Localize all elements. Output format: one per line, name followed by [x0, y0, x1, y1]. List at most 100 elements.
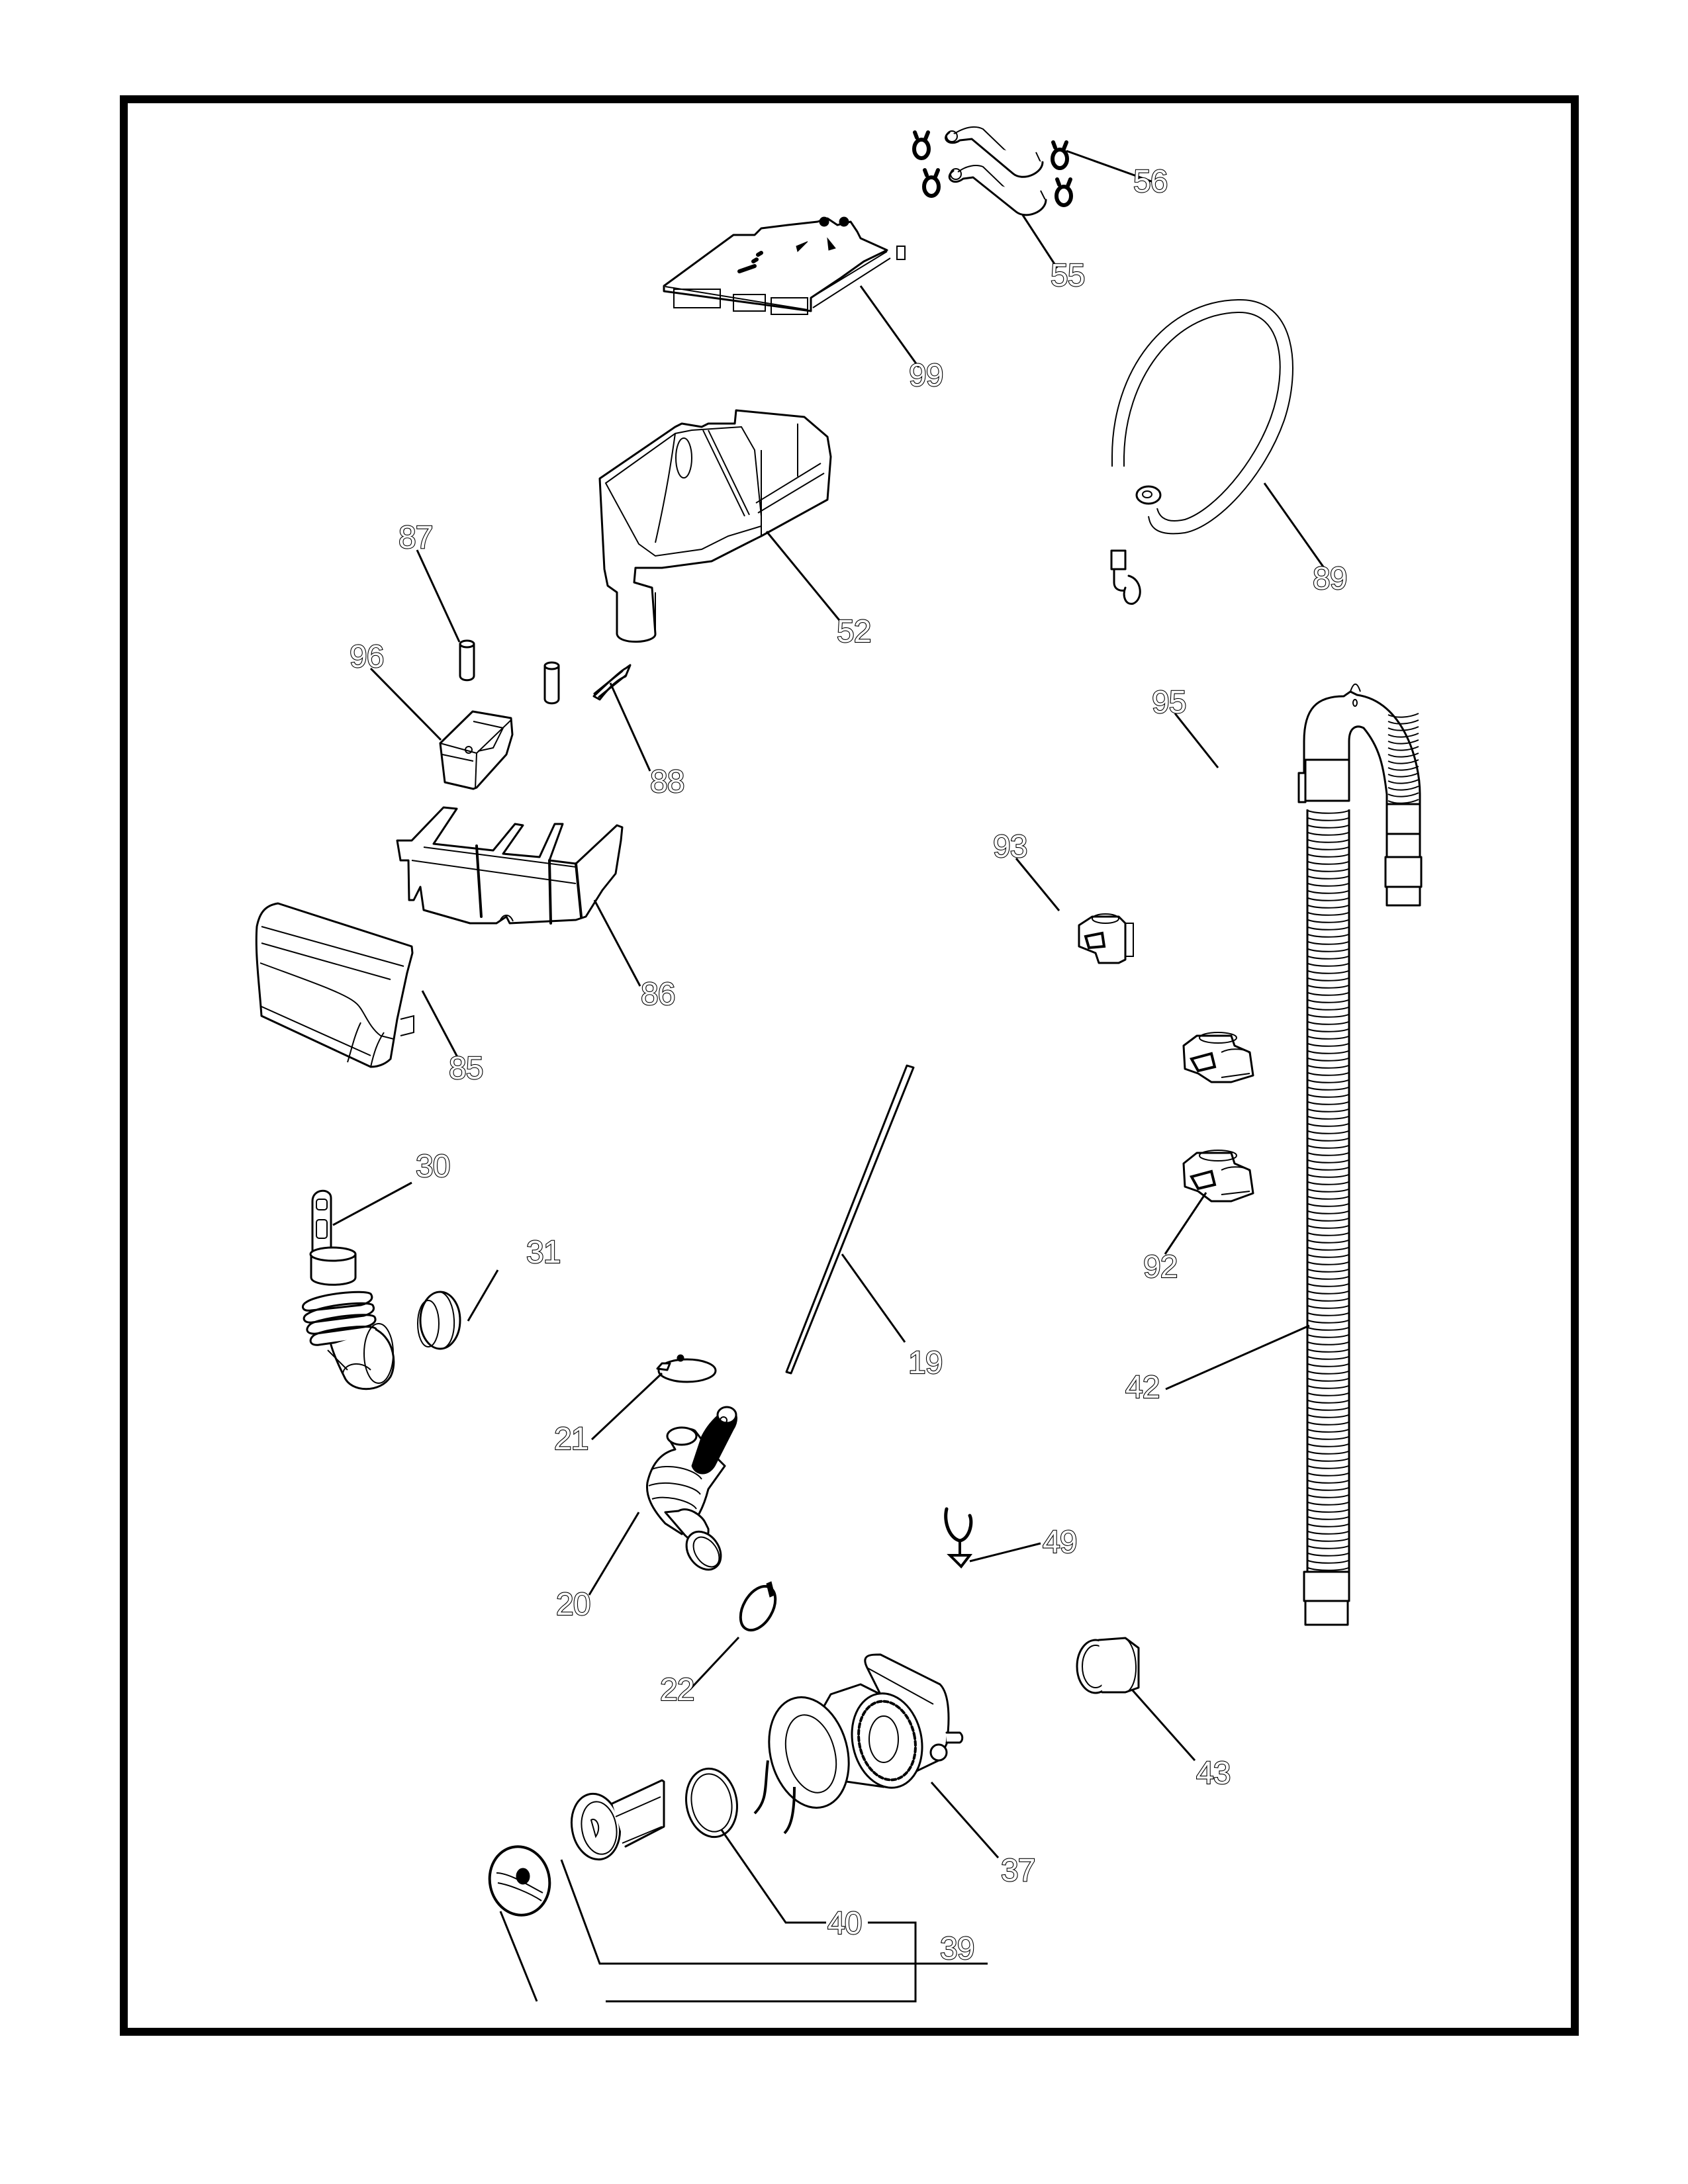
hose-rib: [1307, 1181, 1349, 1185]
hose-rib: [1307, 1050, 1349, 1054]
hose-rib: [1307, 1109, 1349, 1113]
clamp-icon: [912, 130, 931, 160]
label-22: 22: [660, 1672, 694, 1707]
leader-line-88: [609, 682, 651, 772]
hose-rib: [1307, 1371, 1349, 1375]
part-85-drawer-front: [255, 902, 414, 1068]
hose-rib: [1307, 1443, 1349, 1447]
leader-lines: [332, 150, 1327, 2003]
part-20-drain-bellows: [645, 1406, 737, 1571]
part-22-worm-clamp: [739, 1581, 777, 1632]
hose-rib: [1307, 1349, 1349, 1353]
hose-rib: [1307, 934, 1349, 938]
hose-rib: [1307, 1261, 1349, 1265]
hose-rib: [1387, 752, 1419, 758]
part-88-flap: [592, 664, 632, 701]
part-89-inlet-hose: [1110, 298, 1293, 605]
leader-line-43: [1131, 1689, 1196, 1761]
label-87: 87: [399, 520, 432, 555]
label-85: 85: [449, 1051, 483, 1086]
hose-rib: [1307, 1130, 1349, 1134]
label-21: 21: [554, 1422, 588, 1457]
label-55: 55: [1051, 258, 1084, 293]
leader-line-92: [1164, 1192, 1207, 1255]
label-88: 88: [650, 764, 684, 799]
leader-line-85: [421, 990, 459, 1059]
label-52: 52: [837, 614, 870, 649]
hose-rib: [1307, 1363, 1349, 1367]
hose-rib: [1307, 919, 1349, 923]
hose-rib: [1307, 963, 1349, 967]
hose-rib: [1307, 868, 1349, 872]
hose-rib: [1307, 1392, 1349, 1396]
hose-rib: [1307, 897, 1349, 901]
hose-rib: [1307, 1553, 1349, 1557]
leader-line-22: [688, 1636, 740, 1691]
leader-line-96: [369, 667, 442, 741]
hose-rib: [1387, 792, 1419, 797]
label-43: 43: [1196, 1756, 1230, 1791]
part-31-grommet: [417, 1291, 461, 1350]
hose-rib: [1307, 1065, 1349, 1069]
part-30-bellows-hose: [302, 1189, 395, 1390]
hose-rib: [1307, 1087, 1349, 1091]
hose-rib: [1307, 978, 1349, 981]
hose-rib: [1307, 1320, 1349, 1324]
hose-rib: [1307, 1101, 1349, 1105]
label-19: 19: [908, 1345, 942, 1381]
hose-rib: [1307, 1254, 1349, 1258]
callout-labels: 56 55 99 89 52 87 96 88 95 93 86 85 30 3…: [349, 163, 1348, 1967]
part-96-softener-cup: [439, 710, 514, 790]
hose-rib: [1307, 1494, 1349, 1498]
hose-rib: [1307, 1385, 1349, 1389]
hose-rib: [1307, 1036, 1349, 1040]
hose-rib: [1307, 876, 1349, 880]
hose-rib: [1387, 746, 1419, 751]
label-89: 89: [1313, 561, 1346, 596]
hose-rib: [1307, 1429, 1349, 1433]
leader-line-56: [1066, 150, 1154, 183]
hose-rib: [1307, 1283, 1349, 1287]
hose-rib: [1307, 1167, 1349, 1171]
label-86: 86: [641, 977, 675, 1012]
hose-rib: [1307, 846, 1349, 850]
hose-rib: [1307, 1276, 1349, 1280]
leader-line-86: [593, 899, 641, 987]
hose-rib: [1307, 948, 1349, 952]
leader-line-20: [588, 1512, 640, 1596]
leader-line-89: [1263, 482, 1327, 571]
hose-rib: [1387, 733, 1419, 738]
hose-rib: [1307, 1094, 1349, 1098]
hose-rib: [1307, 1203, 1349, 1207]
hose-rib: [1307, 1305, 1349, 1309]
hose-rib: [1387, 766, 1419, 771]
part-21-wire-clamp: [656, 1354, 717, 1383]
hose-rib: [1307, 1356, 1349, 1360]
leader-line-99: [859, 285, 920, 368]
hose-rib: [1307, 1524, 1349, 1527]
leader-line-93: [1015, 858, 1060, 911]
hose-rib: [1307, 854, 1349, 858]
hose-rib: [1307, 1189, 1349, 1193]
hose-rib: [1307, 985, 1349, 989]
leader-line-37: [930, 1782, 1000, 1858]
leader-line-40: [720, 1829, 826, 1924]
part-55-short-hoses: [945, 126, 1047, 216]
hose-rib: [1307, 832, 1349, 836]
label-99: 99: [909, 358, 943, 393]
hose-rib: [1307, 1298, 1349, 1302]
part-52-dispenser-housing: [598, 409, 832, 643]
hose-rib: [1307, 1480, 1349, 1484]
hose-rib: [1307, 1269, 1349, 1273]
hose-rib: [1307, 992, 1349, 996]
leader-line-49: [969, 1542, 1041, 1563]
part-93-hose-clip: [1078, 913, 1134, 964]
hose-rib: [1307, 1174, 1349, 1178]
hose-rib: [1307, 1123, 1349, 1127]
hose-rib: [1307, 912, 1349, 916]
hose-rib: [1307, 970, 1349, 974]
hose-rib: [1307, 1465, 1349, 1469]
hose-rib: [1387, 759, 1419, 764]
